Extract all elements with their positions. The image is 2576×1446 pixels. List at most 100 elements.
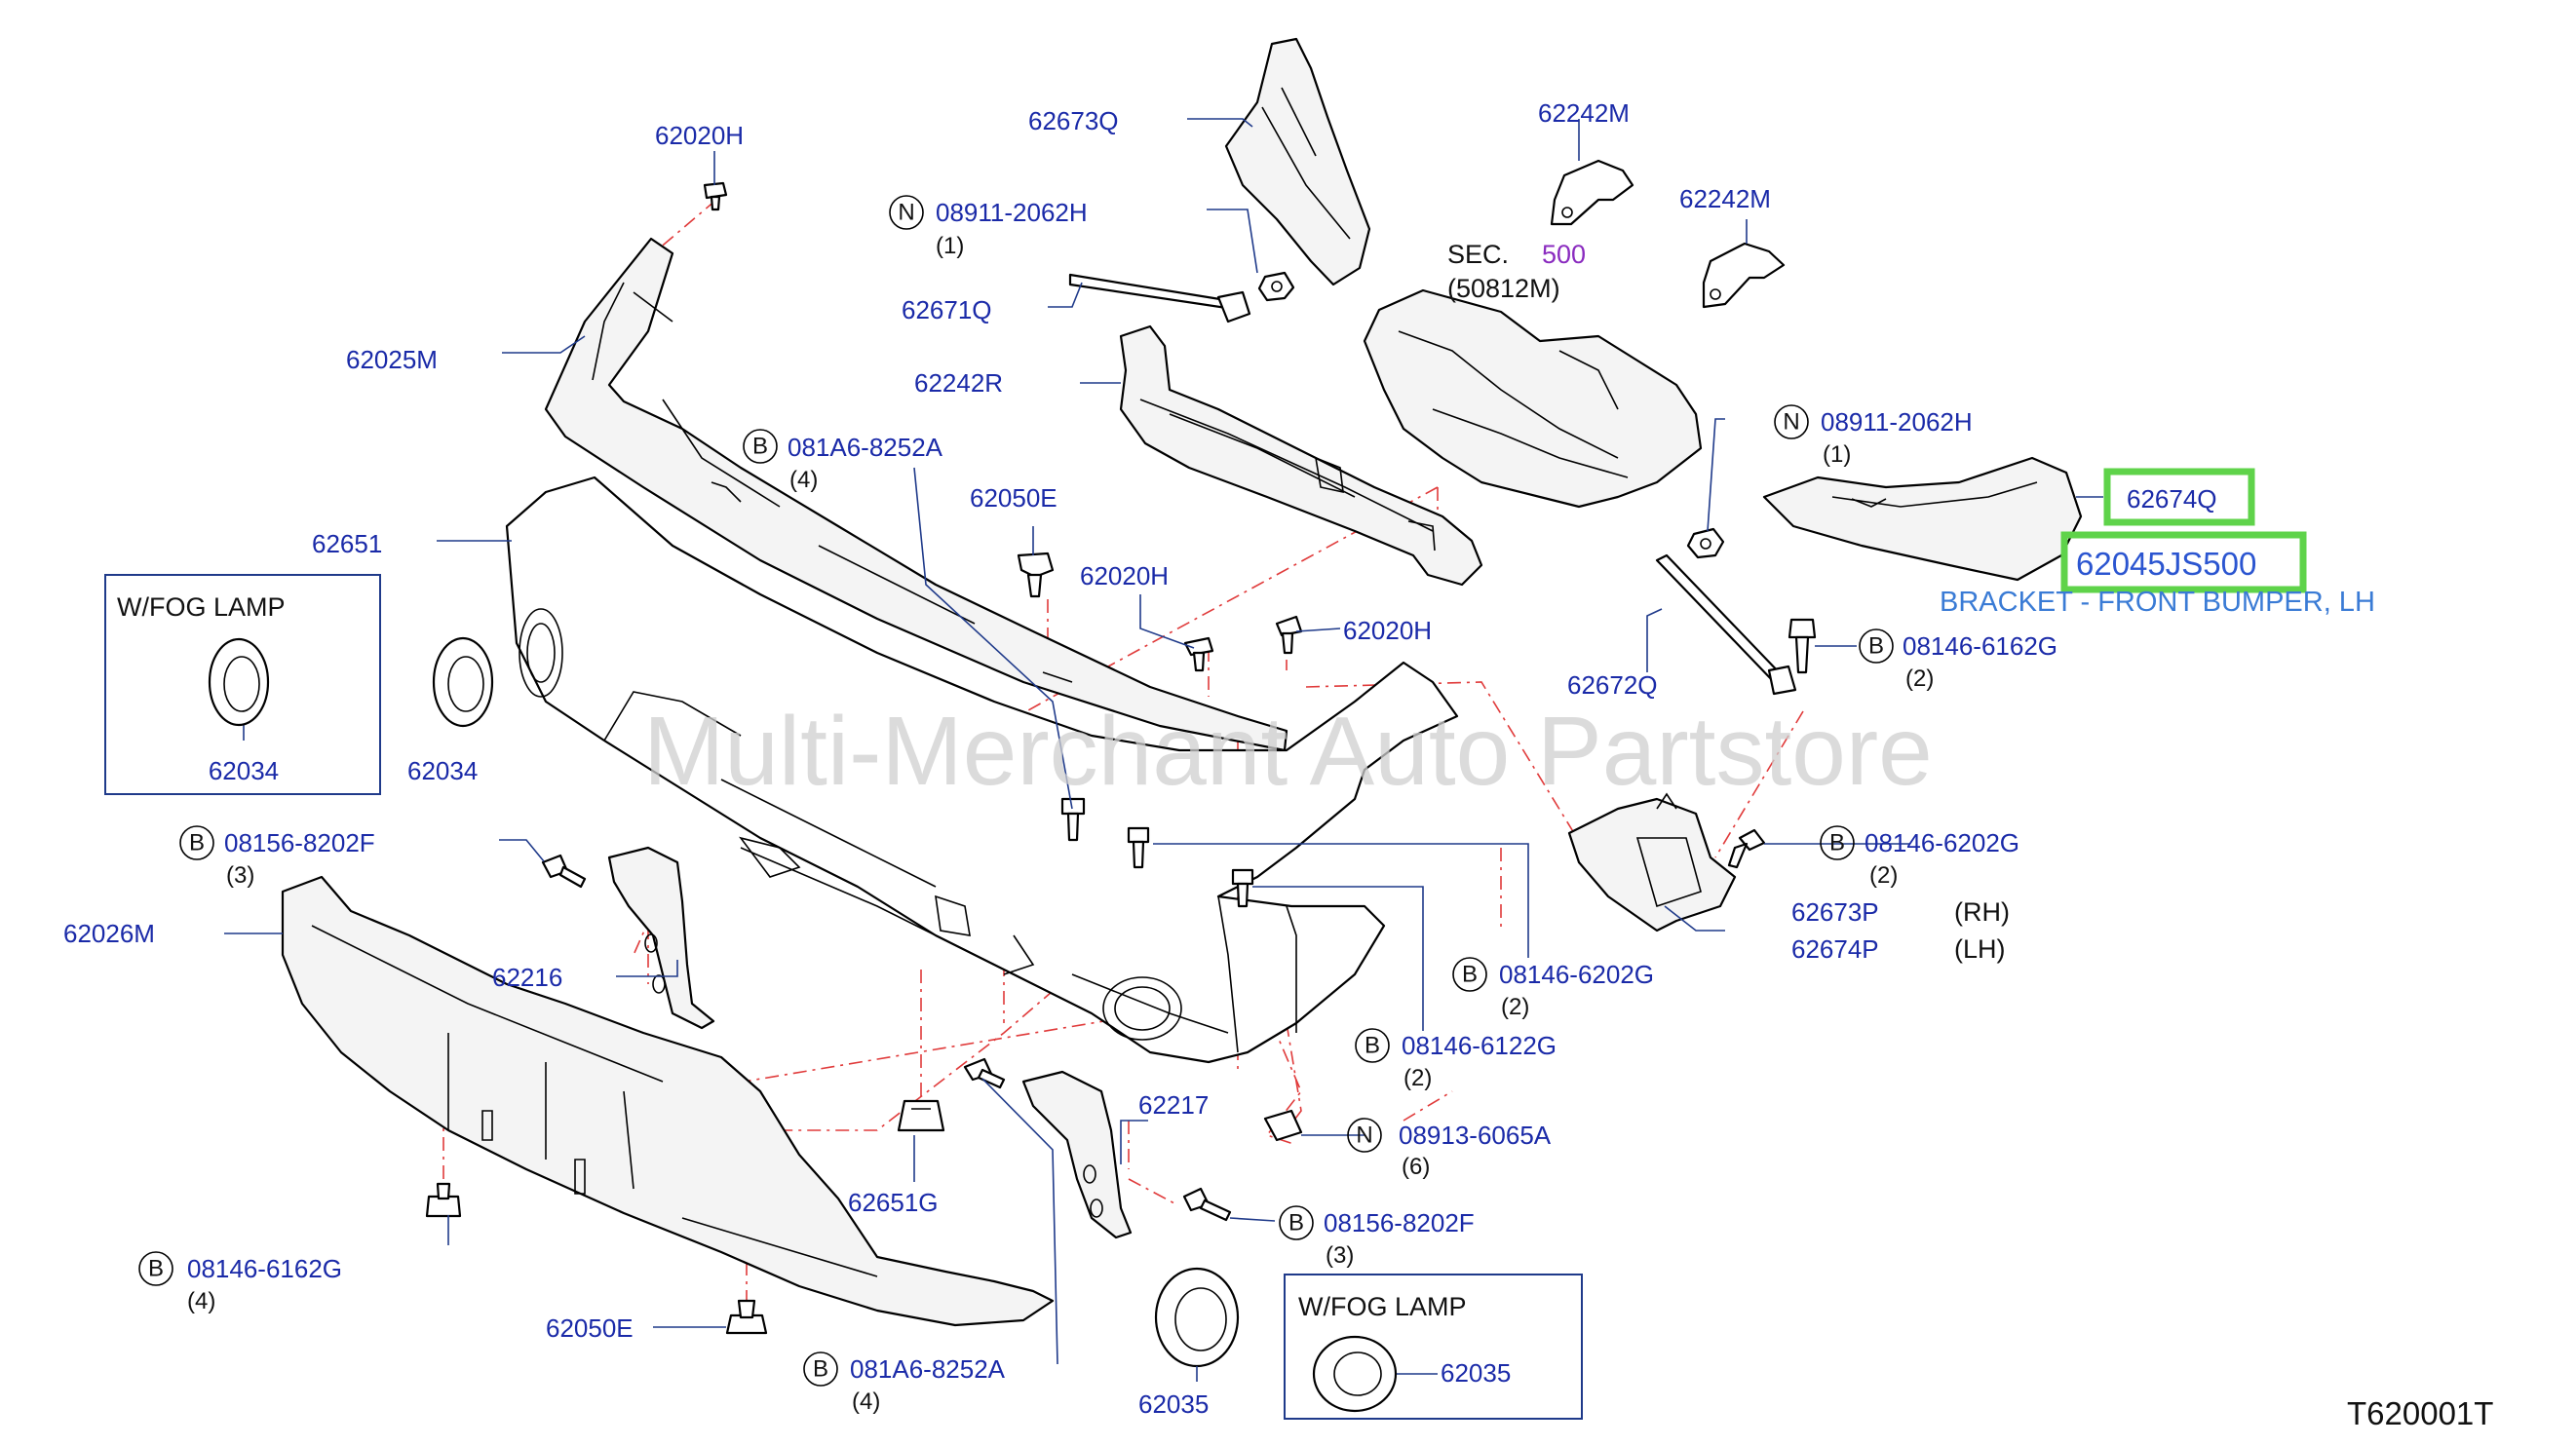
part-qty: (2) bbox=[1403, 1065, 1432, 1091]
part-label[interactable]: 62673P bbox=[1791, 897, 1879, 927]
part-08911-nut-left bbox=[1257, 271, 1295, 302]
part-qty: (2) bbox=[1905, 666, 1934, 692]
fog-box-part-number[interactable]: 62034 bbox=[209, 756, 279, 785]
part-label[interactable]: 62242R bbox=[914, 368, 1003, 398]
svg-text:B: B bbox=[813, 1356, 828, 1383]
part-qty: (4) bbox=[789, 467, 818, 493]
section-number[interactable]: 500 bbox=[1542, 240, 1586, 269]
fog-box-title: W/FOG LAMP bbox=[1298, 1292, 1467, 1321]
part-62050e-clip-upper bbox=[1017, 552, 1055, 598]
svg-text:B: B bbox=[1288, 1210, 1304, 1237]
part-side: (LH) bbox=[1954, 934, 2006, 964]
part-side: (RH) bbox=[1954, 897, 2010, 927]
part-qty: (3) bbox=[226, 862, 254, 889]
part-label[interactable]: 62035 bbox=[1138, 1389, 1209, 1419]
part-label[interactable]: 08146-6162G bbox=[1903, 631, 2057, 661]
part-label[interactable]: 08156-8202F bbox=[224, 828, 375, 857]
part-label[interactable]: 62025M bbox=[346, 345, 438, 374]
part-label[interactable]: 62020H bbox=[655, 121, 744, 150]
part-label[interactable]: 08911-2062H bbox=[936, 198, 1088, 227]
highlight-oem-number[interactable]: 62045JS500 bbox=[2076, 546, 2256, 582]
highlight-box-part-number bbox=[2103, 468, 2255, 526]
part-62025m-upper-cover bbox=[544, 237, 1288, 752]
svg-text:N: N bbox=[1356, 1123, 1372, 1149]
part-62674q-corner bbox=[1762, 456, 2083, 582]
bolt-marker: B bbox=[1355, 1028, 1390, 1063]
part-label[interactable]: 08146-6202G bbox=[1499, 960, 1654, 989]
part-qty: (2) bbox=[1869, 862, 1898, 889]
part-label[interactable]: 62673Q bbox=[1028, 106, 1119, 135]
highlight-description: BRACKET - FRONT BUMPER, LH bbox=[1940, 587, 2375, 618]
part-label[interactable]: 62026M bbox=[63, 919, 155, 948]
part-62672q-rod bbox=[1655, 553, 1797, 696]
part-bolt-08146-6162g-right bbox=[1788, 618, 1817, 674]
part-label[interactable]: 08911-2062H bbox=[1821, 407, 1973, 437]
part-bolt-08146-6162g-lower bbox=[425, 1182, 462, 1218]
fog-box-part-number[interactable]: 62035 bbox=[1441, 1358, 1511, 1388]
bolt-marker: B bbox=[1859, 628, 1894, 664]
part-label[interactable]: 62671Q bbox=[902, 295, 992, 324]
part-qty: (4) bbox=[187, 1288, 215, 1314]
part-label[interactable]: 62651G bbox=[848, 1188, 939, 1217]
part-label[interactable]: 62050E bbox=[970, 483, 1057, 513]
svg-text:N: N bbox=[898, 200, 914, 226]
part-62020h-clip-top bbox=[703, 181, 728, 211]
part-62242m-bracket-upper bbox=[1550, 159, 1634, 226]
bolt-marker: B bbox=[1820, 825, 1855, 860]
watermark: Multi-Merchant Auto Partstore bbox=[643, 697, 1933, 806]
highlight-part-number[interactable]: 62674Q bbox=[2127, 484, 2217, 514]
part-label[interactable]: 62034 bbox=[407, 756, 478, 785]
part-62673q-shape bbox=[1224, 37, 1371, 286]
part-label[interactable]: 081A6-8252A bbox=[850, 1354, 1006, 1384]
fog-lamp-box-62034: W/FOG LAMP 62034 bbox=[104, 574, 381, 795]
part-qty: (3) bbox=[1326, 1242, 1354, 1269]
diagram-code: T620001T bbox=[2347, 1395, 2493, 1431]
callout-markers: N B N B B B B B N B B B bbox=[138, 195, 1894, 1387]
highlighted-part[interactable]: 62674Q 62045JS500 BRACKET - FRONT BUMPER… bbox=[1940, 468, 2375, 618]
part-label[interactable]: 62050E bbox=[546, 1313, 634, 1343]
nut-marker: N bbox=[1774, 404, 1809, 439]
part-bolt-081a6-upper bbox=[1060, 797, 1086, 842]
part-label[interactable]: 62672Q bbox=[1567, 670, 1658, 700]
part-62216-stay bbox=[607, 846, 715, 1030]
fog-lamp-box-62035: W/FOG LAMP 62035 bbox=[1284, 1274, 1583, 1420]
part-label[interactable]: 08146-6162G bbox=[187, 1254, 342, 1283]
bolt-marker: B bbox=[743, 429, 778, 464]
part-label[interactable]: 62651 bbox=[312, 529, 382, 558]
part-label[interactable]: 62020H bbox=[1343, 616, 1432, 645]
part-label[interactable]: 62020H bbox=[1080, 561, 1169, 590]
part-label[interactable]: 08146-6122G bbox=[1402, 1031, 1557, 1060]
part-bolt-08156-8202f-left bbox=[541, 854, 587, 889]
bolt-marker: B bbox=[1279, 1205, 1314, 1240]
section-prefix: SEC. bbox=[1447, 240, 1509, 269]
part-62050e-clip-lower bbox=[725, 1299, 768, 1335]
leader-lines bbox=[224, 118, 2103, 1382]
part-label[interactable]: 081A6-8252A bbox=[788, 433, 943, 462]
part-label[interactable]: 08913-6065A bbox=[1399, 1121, 1552, 1150]
part-qty: (6) bbox=[1402, 1154, 1430, 1180]
nut-marker: N bbox=[1347, 1118, 1382, 1153]
section-reference[interactable]: SEC. 500 (50812M) bbox=[1447, 240, 1586, 303]
section-ref: (50812M) bbox=[1447, 274, 1560, 303]
svg-text:B: B bbox=[1462, 962, 1478, 988]
part-label[interactable]: 62217 bbox=[1138, 1090, 1209, 1120]
part-bolt-08146-6202g-center bbox=[1127, 826, 1150, 869]
part-50812m-undercover bbox=[1363, 288, 1703, 509]
part-label[interactable]: 62242M bbox=[1538, 98, 1630, 128]
svg-text:B: B bbox=[1868, 633, 1884, 660]
part-bolt-08146-6202g-right bbox=[1727, 828, 1766, 869]
part-label[interactable]: 62242M bbox=[1679, 184, 1771, 213]
svg-text:B: B bbox=[752, 434, 768, 460]
part-label[interactable]: 62674P bbox=[1791, 934, 1879, 964]
part-08911-nut-right bbox=[1686, 527, 1725, 559]
part-label[interactable]: 08156-8202F bbox=[1324, 1208, 1475, 1237]
part-qty: (4) bbox=[852, 1389, 880, 1415]
svg-text:B: B bbox=[1365, 1033, 1380, 1059]
part-bolt-08156-8202f-lower bbox=[1182, 1187, 1232, 1222]
part-62242m-bracket-lower bbox=[1702, 242, 1786, 309]
part-label[interactable]: 08146-6202G bbox=[1865, 828, 2019, 857]
part-label[interactable]: 62216 bbox=[492, 963, 562, 992]
part-62651g-clip bbox=[897, 1099, 945, 1132]
highlight-box-oem-number bbox=[2060, 531, 2307, 593]
